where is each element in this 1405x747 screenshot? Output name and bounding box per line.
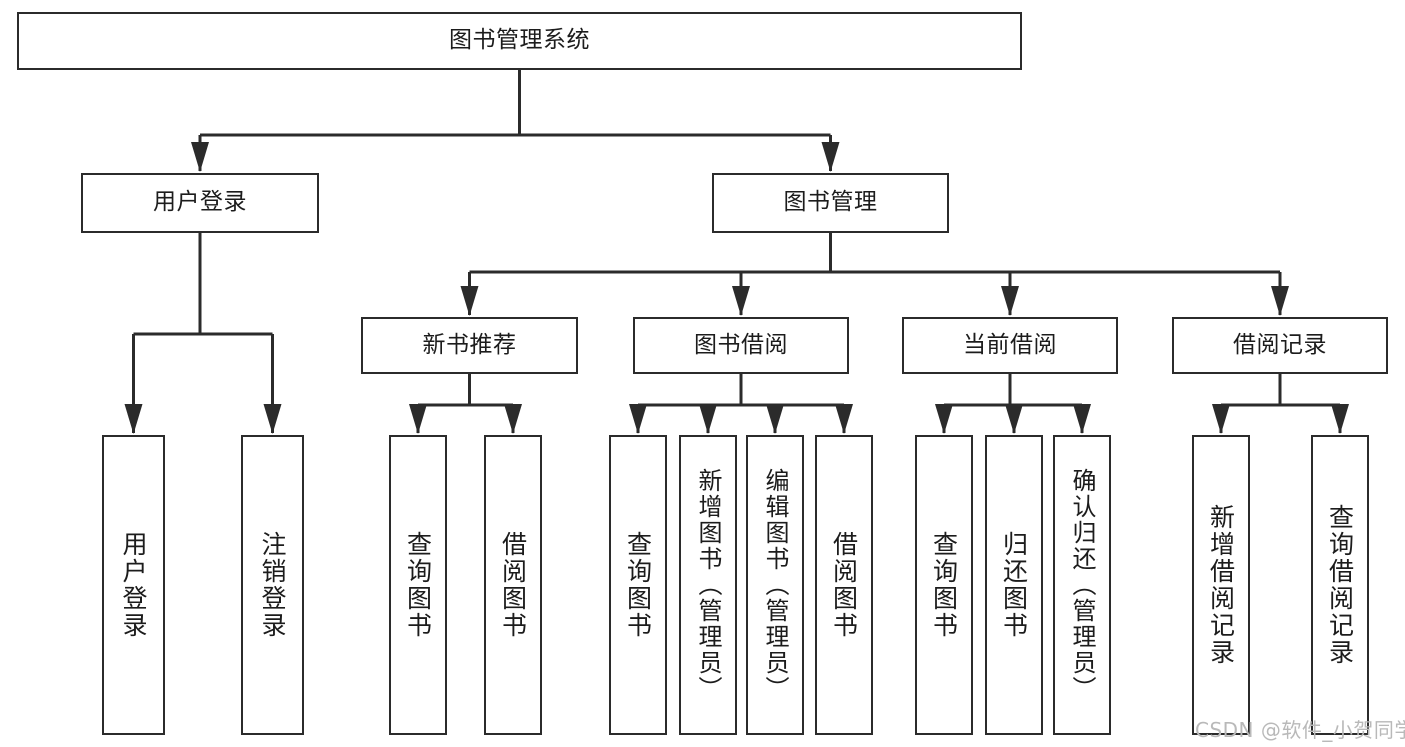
node-leaf-query-record-label: 查询借阅记录: [1325, 504, 1355, 666]
node-leaf-add-record-label: 新增借阅记录: [1206, 504, 1236, 666]
node-leaf-user-logout-label: 注销登录: [258, 531, 287, 639]
node-borrow-record[interactable]: 借阅记录: [1172, 317, 1388, 374]
node-current-borrow-label: 当前借阅: [963, 331, 1057, 358]
node-leaf-user-logout[interactable]: 注销登录: [241, 435, 304, 735]
node-leaf-confirm-return[interactable]: 确认归还（管理员）: [1053, 435, 1111, 735]
node-leaf-borrow-book-2-label: 借阅图书: [829, 531, 859, 639]
node-leaf-query-book-3-label: 查询图书: [929, 531, 959, 639]
node-leaf-user-login[interactable]: 用户登录: [102, 435, 165, 735]
node-user-login[interactable]: 用户登录: [81, 173, 319, 233]
node-leaf-query-book-1-label: 查询图书: [403, 531, 433, 639]
node-root-label: 图书管理系统: [449, 27, 590, 54]
node-user-login-label: 用户登录: [153, 189, 247, 216]
node-leaf-edit-book-label: 编辑图书（管理员）: [761, 468, 789, 702]
node-leaf-borrow-book-1[interactable]: 借阅图书: [484, 435, 542, 735]
node-leaf-query-book-2-label: 查询图书: [623, 531, 653, 639]
node-borrow-record-label: 借阅记录: [1233, 331, 1327, 358]
node-leaf-add-record[interactable]: 新增借阅记录: [1192, 435, 1250, 735]
node-book-management[interactable]: 图书管理: [712, 173, 949, 233]
node-leaf-borrow-book-1-label: 借阅图书: [498, 531, 528, 639]
node-leaf-add-book[interactable]: 新增图书（管理员）: [679, 435, 737, 735]
node-current-borrow[interactable]: 当前借阅: [902, 317, 1118, 374]
node-leaf-borrow-book-2[interactable]: 借阅图书: [815, 435, 873, 735]
node-leaf-query-book-2[interactable]: 查询图书: [609, 435, 667, 735]
node-new-book-recommend-label: 新书推荐: [422, 331, 517, 358]
node-leaf-return-book-label: 归还图书: [999, 531, 1029, 639]
watermark: CSDN @软件_小贺同学: [1195, 718, 1405, 742]
node-leaf-query-record[interactable]: 查询借阅记录: [1311, 435, 1369, 735]
node-leaf-return-book[interactable]: 归还图书: [985, 435, 1043, 735]
node-book-management-label: 图书管理: [783, 189, 878, 216]
node-leaf-user-login-label: 用户登录: [119, 531, 148, 639]
node-new-book-recommend[interactable]: 新书推荐: [361, 317, 578, 374]
node-leaf-edit-book[interactable]: 编辑图书（管理员）: [746, 435, 804, 735]
node-leaf-query-book-1[interactable]: 查询图书: [389, 435, 447, 735]
node-book-borrow-label: 图书借阅: [694, 331, 788, 358]
node-leaf-query-book-3[interactable]: 查询图书: [915, 435, 973, 735]
node-root[interactable]: 图书管理系统: [17, 12, 1022, 70]
node-leaf-add-book-label: 新增图书（管理员）: [694, 468, 722, 702]
node-book-borrow[interactable]: 图书借阅: [633, 317, 849, 374]
node-leaf-confirm-return-label: 确认归还（管理员）: [1068, 468, 1096, 702]
